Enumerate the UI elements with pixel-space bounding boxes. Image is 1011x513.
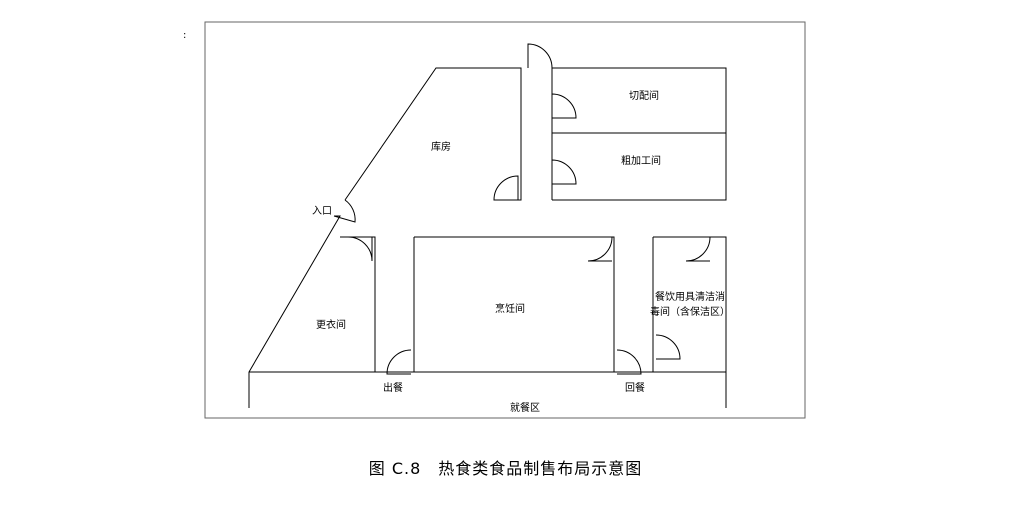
label-storage: 库房 [431, 140, 451, 153]
disinfection-top-door [685, 236, 711, 262]
label-changing: 更衣间 [316, 318, 346, 331]
diagram-frame [204, 21, 806, 419]
label-disinfection-line1: 餐饮用具清洁消 [655, 290, 725, 303]
cut-prep-door [551, 93, 577, 119]
walls [248, 43, 727, 408]
label-rough-processing: 粗加工间 [621, 154, 661, 167]
changing-outer-wall [248, 215, 341, 408]
rough-processing-door [551, 159, 577, 185]
figure-caption: 图 C.8 热食类食品制售布局示意图 [368, 459, 643, 478]
label-cut-prep: 切配间 [629, 89, 659, 102]
right-rooms-outline [552, 67, 727, 201]
label-disinfection-line2: 毒间（含保洁区） [650, 305, 730, 318]
disinfection-room-outline [653, 236, 727, 408]
cooking-door [587, 236, 613, 262]
storage-room-outline [344, 67, 522, 201]
food-out-door [386, 349, 412, 375]
corridor-top-door [527, 43, 553, 69]
label-food-out: 出餐 [383, 381, 403, 394]
label-cooking: 烹饪间 [495, 302, 525, 315]
label-dining-area: 就餐区 [510, 401, 540, 414]
return-door [616, 349, 642, 375]
changing-door [347, 236, 373, 262]
room-labels: 切配间 库房 粗加工间 入口 更衣间 烹饪间 餐饮用具清洁消 毒间（含保洁区） … [312, 89, 730, 414]
disinfection-bottom-door [655, 334, 681, 360]
entrance-door [333, 199, 356, 223]
label-entrance: 入口 [312, 206, 332, 217]
label-return: 回餐 [625, 381, 645, 394]
stray-mark: : [183, 30, 187, 41]
storage-door [493, 175, 519, 201]
